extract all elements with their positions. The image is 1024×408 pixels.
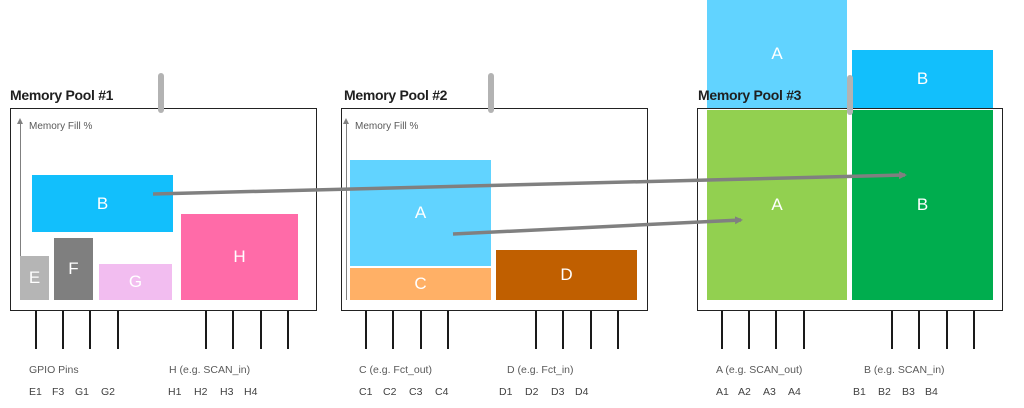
memory-block-g[interactable]: G — [99, 264, 172, 300]
pin — [205, 311, 207, 349]
pin-label: B1 — [853, 386, 866, 398]
pin — [946, 311, 948, 349]
pool-handle[interactable] — [158, 73, 164, 113]
fill-axis — [20, 121, 21, 300]
pin — [392, 311, 394, 349]
pin-label: C2 — [383, 386, 397, 398]
pin-label: C4 — [435, 386, 449, 398]
pin — [365, 311, 367, 349]
memory-block-e[interactable]: E — [20, 256, 49, 300]
pin-label: D1 — [499, 386, 513, 398]
pin — [721, 311, 723, 349]
pin — [260, 311, 262, 349]
pin-group-label: GPIO Pins — [29, 364, 79, 376]
memory-block-c[interactable]: C — [350, 268, 491, 300]
pin — [590, 311, 592, 349]
pin-label: C1 — [359, 386, 373, 398]
axis-arrow-icon — [343, 118, 349, 124]
pin-label: G1 — [75, 386, 90, 398]
memory-block-a-overflow[interactable]: A — [707, 0, 847, 108]
fill-axis — [346, 121, 347, 300]
pin — [420, 311, 422, 349]
memory-block-b[interactable]: B — [32, 175, 173, 232]
axis-arrow-icon — [17, 118, 23, 124]
pin — [62, 311, 64, 349]
memory-block-d[interactable]: D — [496, 250, 637, 300]
pin-label: H4 — [244, 386, 258, 398]
pool-title: Memory Pool #1 — [10, 87, 114, 103]
pin-label: B4 — [925, 386, 938, 398]
pin — [232, 311, 234, 349]
pin — [287, 311, 289, 349]
pin-label: B3 — [902, 386, 915, 398]
pin — [535, 311, 537, 349]
pin — [775, 311, 777, 349]
pin — [973, 311, 975, 349]
pin-label: H3 — [220, 386, 234, 398]
pin-label: A2 — [738, 386, 751, 398]
pin-label: H2 — [194, 386, 208, 398]
memory-block-h[interactable]: H — [181, 214, 298, 300]
pool-handle[interactable] — [847, 75, 853, 115]
pin — [617, 311, 619, 349]
pin-label: A3 — [763, 386, 776, 398]
memory-block-f[interactable]: F — [54, 238, 93, 300]
pin-label: C3 — [409, 386, 423, 398]
memory-block-a[interactable]: A — [707, 110, 847, 300]
pool-box — [697, 108, 1003, 311]
pin-label: D3 — [551, 386, 565, 398]
pin — [803, 311, 805, 349]
memory-block-a[interactable]: A — [350, 160, 491, 266]
axis-label: Memory Fill % — [355, 121, 419, 132]
pool-handle[interactable] — [488, 73, 494, 113]
pin-label: A4 — [788, 386, 801, 398]
pin-label: F3 — [52, 386, 65, 398]
pin — [562, 311, 564, 349]
pin-label: B2 — [878, 386, 891, 398]
pool-box — [341, 108, 648, 311]
pin-label: G2 — [101, 386, 116, 398]
pin — [89, 311, 91, 349]
pool-title: Memory Pool #3 — [698, 87, 802, 103]
pin — [117, 311, 119, 349]
pin-group-label: B (e.g. SCAN_in) — [864, 364, 945, 376]
pin-label: E1 — [29, 386, 42, 398]
memory-block-b[interactable]: B — [852, 110, 993, 300]
pin-label: A1 — [716, 386, 729, 398]
pin-group-label: H (e.g. SCAN_in) — [169, 364, 251, 376]
axis-label: Memory Fill % — [29, 121, 93, 132]
pin-label: H1 — [168, 386, 182, 398]
pin-group-label: D (e.g. Fct_in) — [507, 364, 574, 376]
pin-group-label: A (e.g. SCAN_out) — [716, 364, 803, 376]
memory-block-b-overflow[interactable]: B — [852, 50, 993, 108]
pin — [748, 311, 750, 349]
pin-group-label: C (e.g. Fct_out) — [359, 364, 432, 376]
pin-label: D4 — [575, 386, 589, 398]
pin — [35, 311, 37, 349]
pin-label: D2 — [525, 386, 539, 398]
pin — [918, 311, 920, 349]
pool-title: Memory Pool #2 — [344, 87, 448, 103]
pin — [891, 311, 893, 349]
pin — [447, 311, 449, 349]
